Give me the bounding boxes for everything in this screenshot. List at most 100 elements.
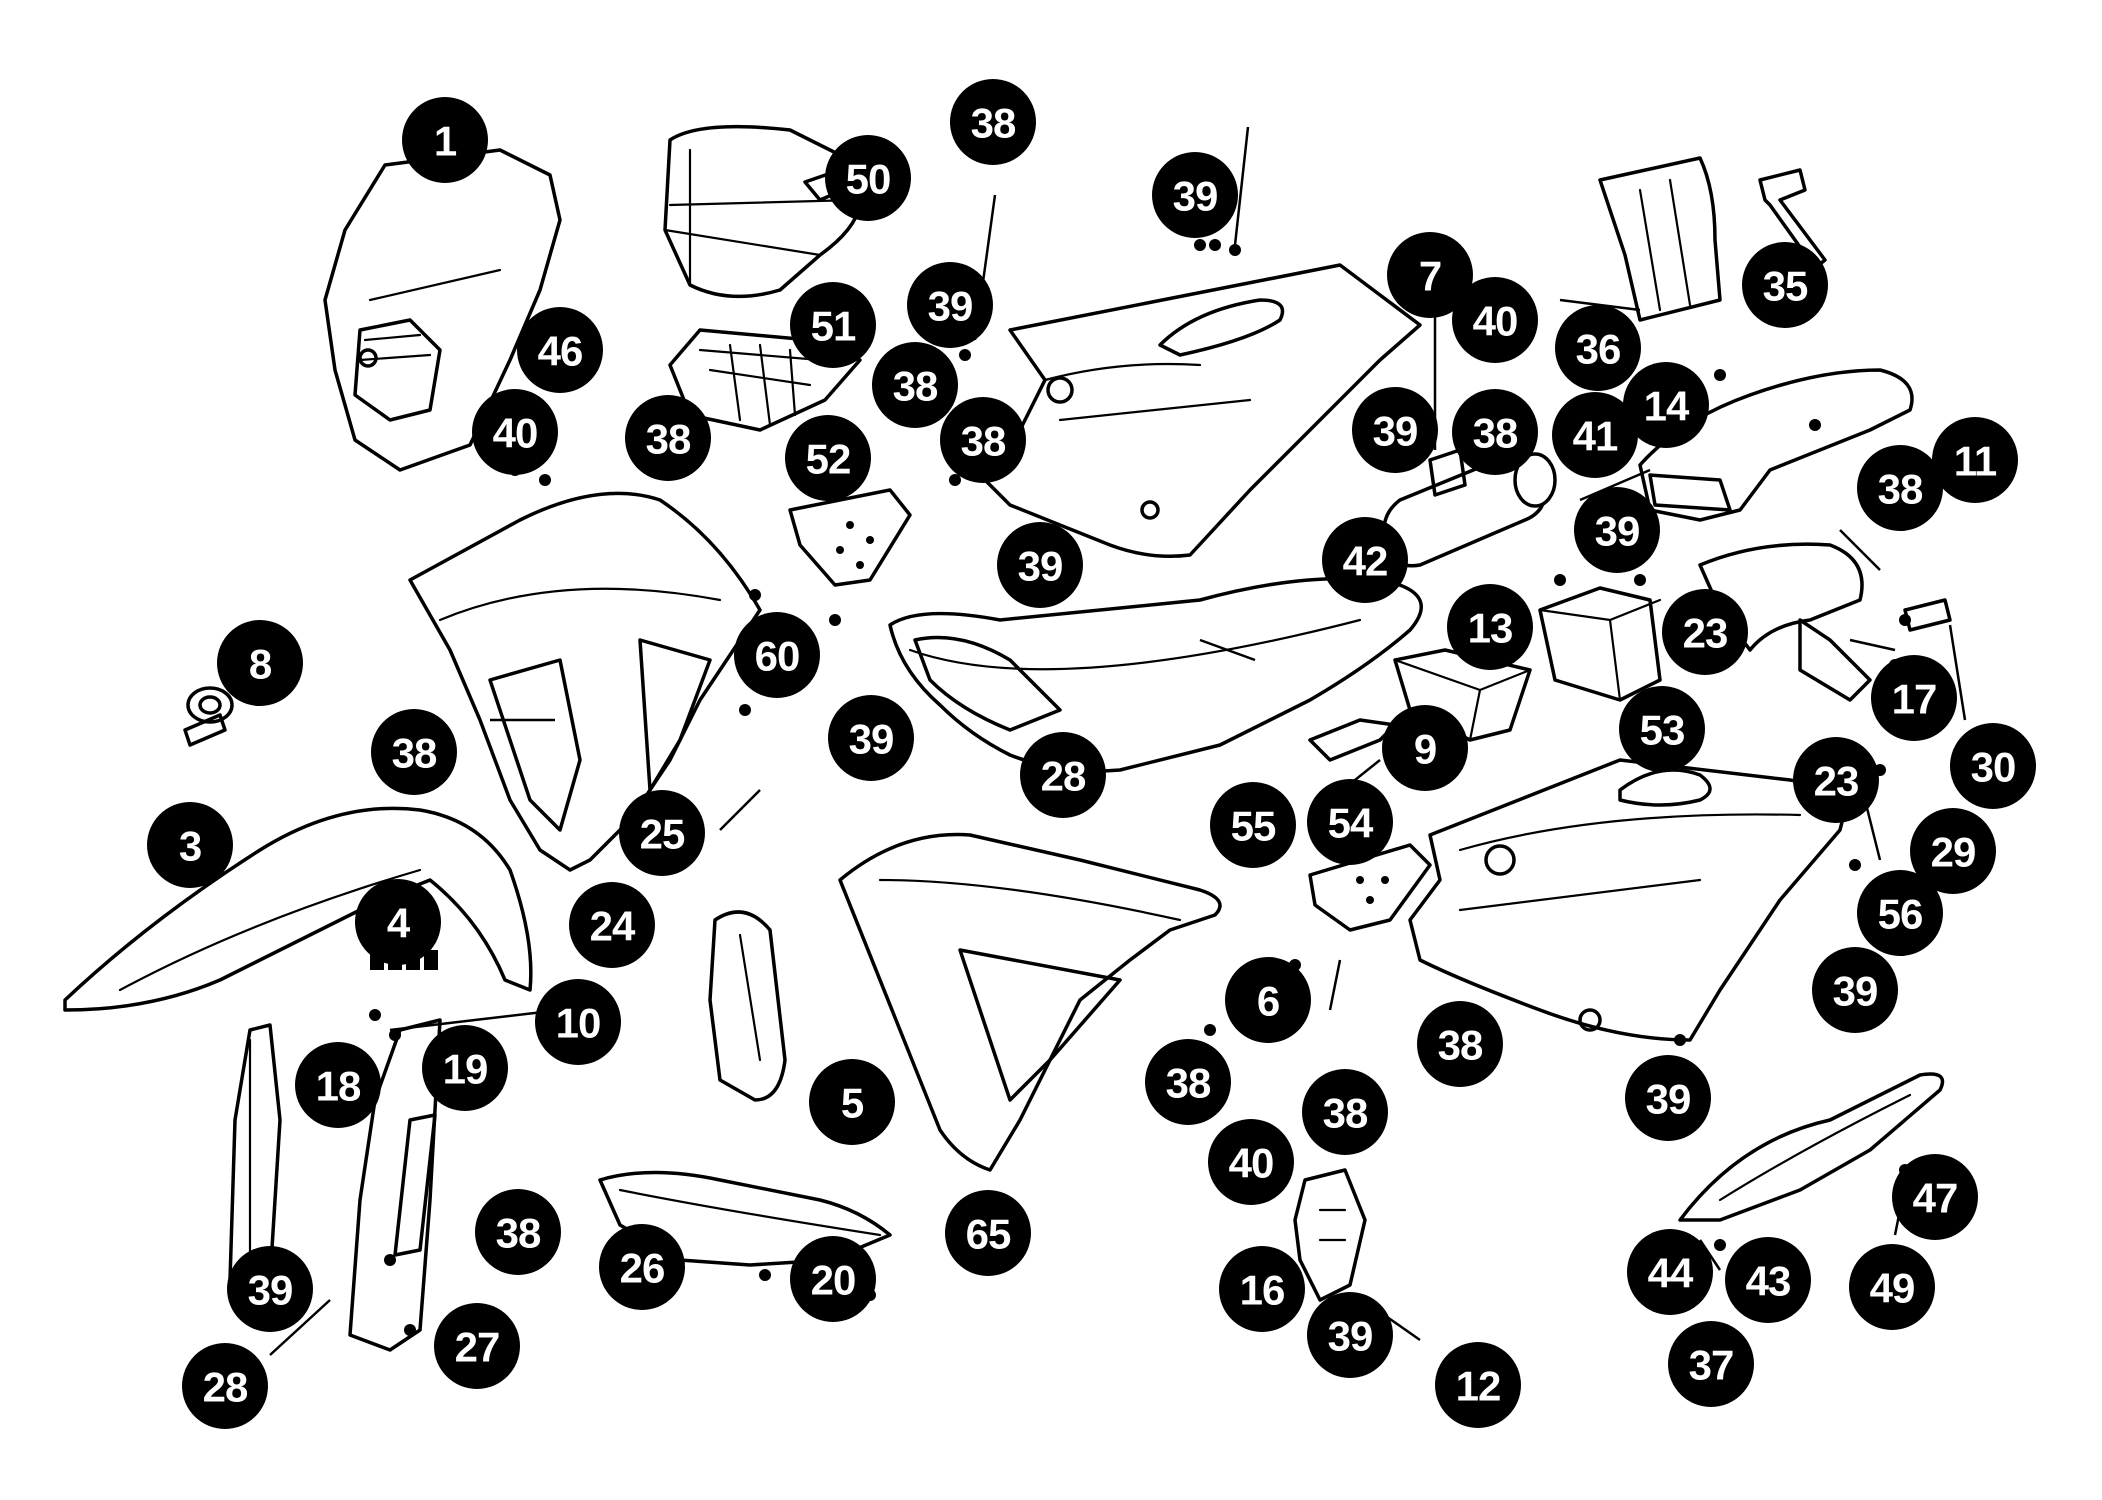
callout-number: 38 [392, 730, 437, 777]
rack-bracket-part [788, 488, 912, 587]
callout-badge [1435, 1342, 1521, 1428]
callout-number: 25 [640, 811, 685, 858]
callout-5: 5 [809, 1059, 895, 1145]
callout-39: 39 [1152, 152, 1238, 238]
callout-43: 43 [1725, 1237, 1811, 1323]
callout-3: 3 [147, 802, 233, 888]
callout-23: 23 [1662, 589, 1748, 675]
callout-6: 6 [1225, 957, 1311, 1043]
callout-number: 12 [1456, 1363, 1501, 1410]
callout-badge [1555, 305, 1641, 391]
callout-39: 39 [828, 695, 914, 781]
side-panel-right-part [1408, 758, 1852, 1042]
callout-number: 3 [179, 823, 201, 870]
callout-number: 42 [1343, 538, 1388, 585]
callout-number: 24 [590, 903, 636, 950]
callout-29: 29 [1910, 808, 1996, 894]
callout-number: 38 [971, 100, 1016, 147]
callout-7: 7 [1387, 232, 1473, 318]
callout-number: 38 [1438, 1022, 1483, 1069]
callout-39: 39 [1812, 947, 1898, 1033]
seat-part [888, 576, 1423, 773]
callout-badge [147, 802, 233, 888]
callout-number: 38 [1323, 1090, 1368, 1137]
callout-number: 29 [1931, 829, 1976, 876]
callout-badge [1857, 445, 1943, 531]
callout-badge [997, 522, 1083, 608]
callout-37: 37 [1668, 1321, 1754, 1407]
callout-badge [535, 979, 621, 1065]
callout-badge [227, 1246, 313, 1332]
callout-badge [872, 342, 958, 428]
callout-badge [1574, 487, 1660, 573]
side-panel-left-part [983, 263, 1422, 558]
leader-lines [269, 126, 1967, 1356]
bracket-53-part [1308, 843, 1432, 932]
callout-30: 30 [1950, 723, 2036, 809]
callout-number: 35 [1763, 263, 1808, 310]
callout-38: 38 [1452, 389, 1538, 475]
callout-number: 39 [1373, 408, 1418, 455]
callout-40: 40 [1208, 1119, 1294, 1205]
callout-number: 44 [1648, 1250, 1694, 1297]
top-case-part [663, 124, 862, 299]
callout-number: 39 [928, 283, 973, 330]
callout-38: 38 [625, 395, 711, 481]
callout-number: 27 [455, 1324, 500, 1371]
callout-25: 25 [619, 790, 705, 876]
callout-badge [1307, 779, 1393, 865]
callout-number: 16 [1240, 1267, 1285, 1314]
callout-badge [1668, 1321, 1754, 1407]
callout-number: 60 [755, 633, 800, 680]
callout-badge [1145, 1039, 1231, 1125]
callout-badge [1950, 723, 2036, 809]
callout-number: 43 [1746, 1258, 1791, 1305]
callout-39: 39 [1625, 1055, 1711, 1141]
callout-24: 24 [569, 882, 655, 968]
callout-39: 39 [1352, 387, 1438, 473]
callout-28: 28 [1020, 732, 1106, 818]
callout-badge [1623, 362, 1709, 448]
callout-badge [1857, 870, 1943, 956]
callout-number: 37 [1689, 1342, 1734, 1389]
callout-number: 40 [1229, 1140, 1274, 1187]
callout-54: 54 [1307, 779, 1393, 865]
callout-38: 38 [371, 709, 457, 795]
callout-46: 46 [517, 307, 603, 393]
callout-13: 13 [1447, 584, 1533, 670]
callout-badge [945, 1190, 1031, 1276]
callout-badge [217, 620, 303, 706]
slider-part [708, 910, 787, 1102]
callout-badge [1892, 1154, 1978, 1240]
callout-number: 65 [966, 1211, 1011, 1258]
callout-badge [295, 1042, 381, 1128]
callout-number: 39 [1595, 508, 1640, 555]
callout-10: 10 [535, 979, 621, 1065]
shield-part [1598, 156, 1722, 322]
chain-guard-part [1678, 1072, 1945, 1222]
callout-38: 38 [940, 397, 1026, 483]
callout-39: 39 [997, 522, 1083, 608]
callout-number: 52 [806, 436, 851, 483]
callout-39: 39 [907, 262, 993, 348]
callout-number: 55 [1231, 803, 1276, 850]
callout-number: 38 [1473, 410, 1518, 457]
tube-clamp-part [1428, 448, 1467, 497]
callout-number: 6 [1257, 978, 1279, 1025]
callout-number: 39 [1646, 1076, 1691, 1123]
callout-badge [1219, 1246, 1305, 1332]
callout-40: 40 [1452, 277, 1538, 363]
callout-52: 52 [785, 415, 871, 501]
callout-4: 4 [355, 879, 441, 965]
callout-badge [1322, 517, 1408, 603]
callout-number: 23 [1814, 758, 1859, 805]
callout-number: 54 [1328, 800, 1374, 847]
callout-badge [1452, 277, 1538, 363]
callout-number: 9 [1414, 726, 1436, 773]
callout-number: 26 [620, 1245, 665, 1292]
callout-number: 18 [316, 1063, 361, 1110]
callout-badge [1932, 417, 2018, 503]
callout-badge [619, 790, 705, 876]
callout-badge [1910, 808, 1996, 894]
callout-badge [828, 695, 914, 781]
